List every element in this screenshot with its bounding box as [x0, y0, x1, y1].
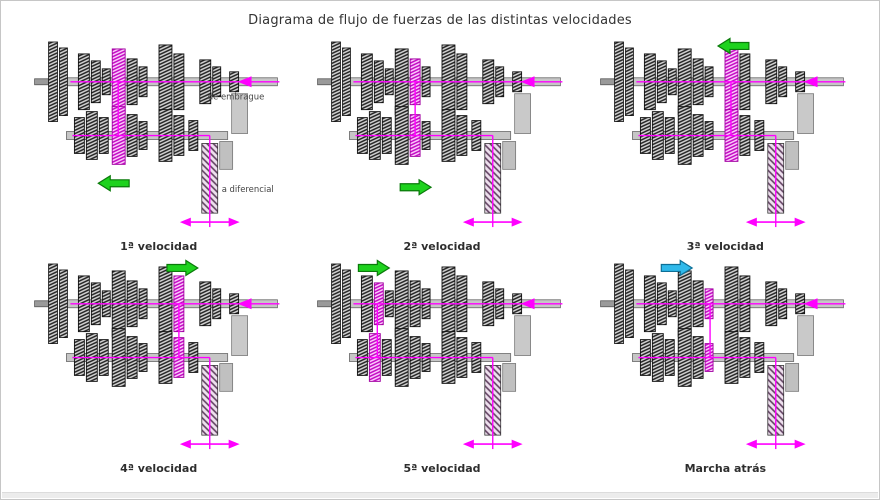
gear-panel-6: Marcha atrás [584, 258, 867, 480]
gearbox-diagram [317, 41, 563, 228]
bearing-block [230, 93, 248, 134]
input-flow-arrow [520, 298, 535, 310]
clutch-disc [58, 269, 68, 339]
page-title: Diagrama de flujo de fuerzas de las dist… [248, 13, 632, 28]
gearbox-diagram [33, 259, 280, 450]
input-flow-arrow [237, 298, 252, 310]
input-shaft-stub [317, 300, 334, 308]
input-shaft-stub [33, 300, 51, 308]
clutch-disc [625, 47, 635, 117]
panel-caption: 3ª velocidad [686, 240, 764, 253]
clutch-disc [58, 47, 68, 117]
force-flow-line [636, 303, 846, 450]
gearbox-diagram [600, 37, 846, 228]
panel-caption: 4ª velocidad [120, 462, 198, 475]
gear-panel-3: 3ª velocidad [584, 36, 867, 258]
bearing-block [230, 315, 248, 356]
panel-caption: Marcha atrás [684, 462, 767, 475]
input-flow-arrow [803, 76, 818, 88]
bearing-block [514, 93, 531, 134]
panel-caption: 5ª velocidad [403, 462, 481, 475]
selector-green-arrow [96, 174, 130, 192]
gearbox-diagram: de embrague a diferencial [33, 41, 280, 228]
selector-green-arrow [166, 259, 199, 277]
clutch-disc [331, 41, 341, 122]
bearing-block [797, 93, 815, 134]
differential-arrow [746, 439, 806, 449]
clutch-disc [614, 41, 625, 122]
gear-panel-5: 5ª velocidad [300, 258, 583, 480]
differential-arrow [179, 439, 240, 449]
bottom-bar [2, 492, 878, 498]
differential-arrow [462, 439, 523, 449]
differential-arrow [462, 217, 523, 227]
final-drive-housing [218, 141, 233, 170]
clutch-disc [614, 263, 625, 344]
final-drive-housing [502, 363, 517, 392]
final-drive-housing [785, 363, 800, 392]
differential-arrow [179, 217, 240, 227]
differential-arrow [746, 217, 806, 227]
input-flow-arrow [803, 298, 818, 310]
selector-green-arrow [399, 178, 433, 196]
bearing-block [514, 315, 531, 356]
clutch-disc [342, 269, 351, 339]
selector-blue-arrow [661, 259, 694, 277]
selector-green-arrow [717, 37, 750, 55]
panel-caption: 1ª velocidad [120, 240, 198, 253]
clutch-disc [47, 41, 58, 122]
gear-panel-4: 4ª velocidad [17, 258, 300, 480]
gearbox-diagram [600, 259, 846, 450]
force-flow-line [70, 303, 280, 450]
final-drive-housing [218, 363, 233, 392]
input-flow-arrow [520, 76, 535, 88]
final-drive-housing [502, 141, 517, 170]
gearbox-diagram [317, 259, 563, 450]
final-drive-housing [785, 141, 800, 170]
panels-grid: de embrague a diferencial 1ª velocidad 2ª … [1, 28, 879, 480]
to-differential-label: a diferencial [221, 184, 273, 194]
input-shaft-stub [33, 78, 51, 86]
force-flow-line [353, 81, 563, 228]
from-clutch-label: de embrague [207, 92, 264, 102]
clutch-disc [331, 263, 341, 344]
selector-green-arrow [357, 259, 391, 277]
bearing-block [797, 315, 815, 356]
input-flow-arrow [237, 76, 252, 88]
clutch-disc [47, 263, 58, 344]
clutch-disc [342, 47, 351, 117]
gear-panel-1: de embrague a diferencial 1ª velocidad [17, 36, 300, 258]
input-shaft-stub [317, 78, 334, 86]
clutch-disc [625, 269, 635, 339]
gear-panel-2: 2ª velocidad [300, 36, 583, 258]
panel-caption: 2ª velocidad [403, 240, 481, 253]
